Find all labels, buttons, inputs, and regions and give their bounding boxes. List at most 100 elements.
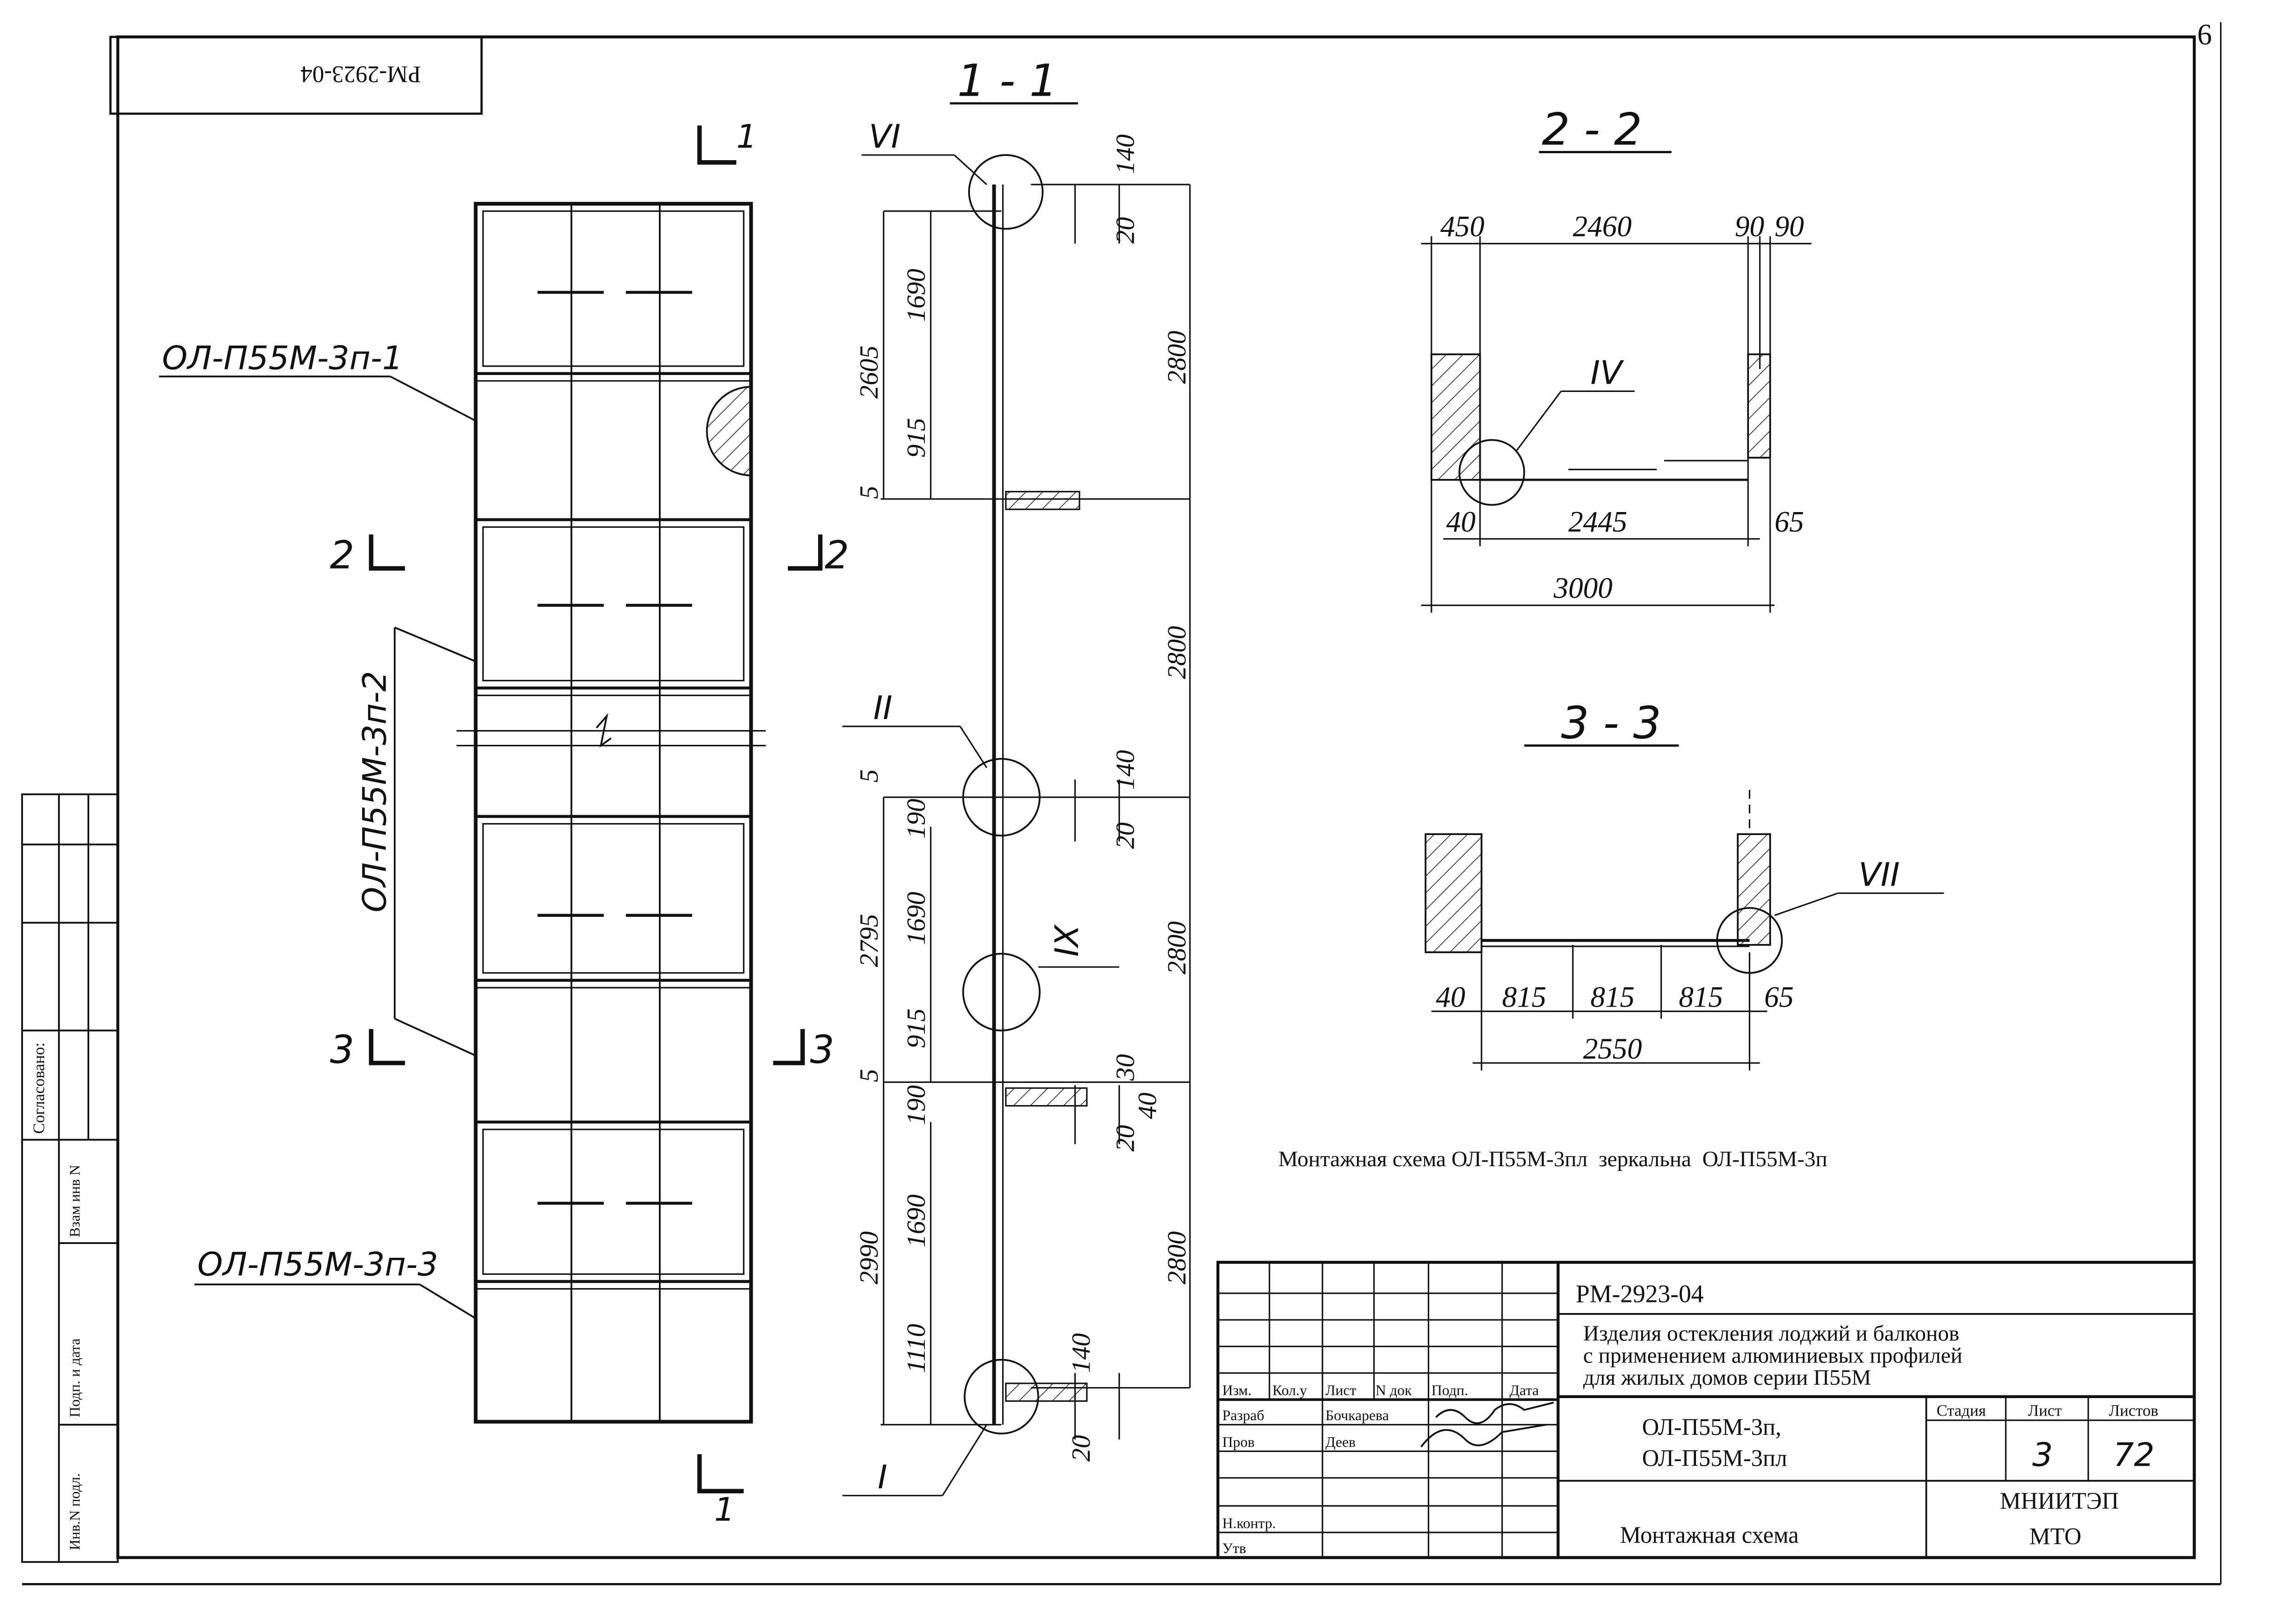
- side-stamp-inv-replace: Взам инв N: [66, 1165, 83, 1237]
- dim-2800-a: 2800: [1163, 331, 1192, 384]
- window-label-1: ОЛ-П55М-3п-1: [162, 339, 403, 377]
- tb-sheets-value: 72: [2113, 1436, 2155, 1474]
- dim-1690-c: 1690: [902, 1194, 931, 1248]
- side-stamp-sign-date: Подп. и дата: [66, 1338, 83, 1417]
- dim-915-a: 915: [902, 418, 931, 458]
- node-vi: VI: [869, 118, 900, 155]
- section-2-2-title: 2 - 2: [1542, 104, 1642, 155]
- tb-code: РМ-2923-04: [1576, 1279, 1704, 1307]
- dim-65-22: 65: [1775, 505, 1804, 538]
- tb-header-kol: Кол.у: [1272, 1382, 1307, 1399]
- dim-90-a: 90: [1735, 210, 1764, 242]
- tb-sheets-label: Листов: [2109, 1401, 2158, 1419]
- sash-arrows: [537, 291, 692, 1205]
- tb-product-1: ОЛ-П55М-3п,: [1642, 1414, 1782, 1440]
- tb-org-1: МНИИТЭП: [2000, 1488, 2119, 1515]
- dim-1690-a: 1690: [902, 269, 931, 322]
- tb-name-develop: Бочкарева: [1326, 1407, 1389, 1423]
- facade-elevation: [456, 202, 766, 1424]
- dim-2800-d: 2800: [1163, 1231, 1192, 1284]
- tb-title-2: с применением алюминиевых профилей: [1583, 1343, 1962, 1368]
- dim-140-top: 140: [1111, 134, 1140, 174]
- dim-2460: 2460: [1573, 210, 1632, 242]
- tb-header-izm: Изм.: [1223, 1382, 1252, 1399]
- cut-mark-3-left: 3: [330, 1027, 354, 1072]
- dim-30: 30: [1111, 1054, 1140, 1081]
- dim-2550: 2550: [1583, 1032, 1642, 1065]
- cut-mark-1-top: 1: [736, 118, 757, 155]
- dim-2445: 2445: [1569, 505, 1627, 538]
- cut-mark-3-right: 3: [810, 1027, 834, 1072]
- tb-sheet-value: 3: [2032, 1436, 2053, 1474]
- dim-40-33: 40: [1436, 981, 1465, 1014]
- tb-title-3: для жилых домов серии П55М: [1583, 1365, 1871, 1390]
- dim-2800-c: 2800: [1163, 921, 1192, 974]
- tb-role-ncontrol: Н.контр.: [1223, 1515, 1276, 1531]
- dim-5-c: 5: [855, 1069, 884, 1082]
- dim-2990: 2990: [855, 1231, 884, 1284]
- dim-2800-b: 2800: [1163, 626, 1192, 680]
- section-3-3-title: 3 - 3: [1561, 697, 1661, 749]
- tb-role-develop: Разраб: [1223, 1407, 1264, 1423]
- node-ii: II: [873, 689, 893, 727]
- dim-40-22: 40: [1446, 505, 1476, 538]
- mirror-note: Монтажная схема ОЛ-П55М-3пл зеркальна ОЛ…: [1278, 1147, 1827, 1171]
- window-label-3: ОЛ-П55М-3п-3: [197, 1246, 438, 1284]
- dim-3000: 3000: [1553, 572, 1613, 605]
- title-block: [1216, 1261, 2196, 1559]
- dim-20-mid: 20: [1111, 822, 1140, 849]
- dim-140-bot: 140: [1067, 1333, 1096, 1373]
- side-stamp-agreed: Согласовано:: [30, 1042, 48, 1134]
- tb-header-sign: Подп.: [1431, 1382, 1468, 1399]
- dim-20-bot: 20: [1067, 1435, 1096, 1462]
- tb-role-check: Пров: [1223, 1434, 1255, 1450]
- cut-mark-2-left: 2: [330, 533, 354, 577]
- tb-name-check: Деев: [1326, 1434, 1356, 1450]
- node-iv: IV: [1591, 354, 1625, 392]
- dim-40: 40: [1133, 1093, 1162, 1119]
- corner-stamp-code: РМ-2923-04: [300, 61, 421, 87]
- section-1-1-title: 1 - 1: [957, 55, 1057, 106]
- tb-org-2: МТО: [2029, 1524, 2081, 1550]
- tb-header-list: Лист: [1326, 1382, 1356, 1399]
- elevation-node-mark: [706, 386, 752, 477]
- dim-915-b: 915: [902, 1008, 931, 1048]
- section-1-1: [842, 102, 1191, 1497]
- dim-1110: 1110: [902, 1324, 931, 1373]
- cut-mark-1-bottom: 1: [714, 1491, 735, 1528]
- side-stamp-inv-orig: Инв.N подл.: [66, 1473, 83, 1550]
- dim-450: 450: [1440, 210, 1484, 242]
- tb-sheet-label: Лист: [2028, 1401, 2062, 1419]
- side-stamp: [21, 793, 119, 1563]
- tb-title-1: Изделия остекления лоджий и балконов: [1583, 1321, 1960, 1346]
- dim-190-b: 190: [902, 1085, 931, 1125]
- tb-product-2: ОЛ-П55М-3пл: [1642, 1445, 1787, 1472]
- dim-5-b: 5: [855, 769, 884, 783]
- label-leaders: [159, 375, 476, 1319]
- dim-65-33: 65: [1764, 981, 1794, 1014]
- tb-stage-label: Стадия: [1937, 1401, 1986, 1419]
- tb-role-approve: Утв: [1223, 1540, 1246, 1556]
- dim-1690-b: 1690: [902, 892, 931, 945]
- section-2-2: [1421, 151, 1811, 613]
- cut-mark-2-right: 2: [825, 533, 849, 577]
- dim-20-low: 20: [1111, 1125, 1140, 1152]
- node-ix: IX: [1048, 924, 1086, 957]
- dim-90-b: 90: [1775, 210, 1804, 242]
- tb-drawing-name: Монтажная схема: [1620, 1522, 1799, 1548]
- corner-stamp: РМ-2923-04: [109, 35, 483, 115]
- node-i: I: [878, 1458, 888, 1496]
- section-cut-markers: [369, 125, 823, 1493]
- tb-header-date: Дата: [1510, 1382, 1539, 1399]
- dim-20-top: 20: [1111, 217, 1140, 244]
- dim-815-c: 815: [1679, 981, 1723, 1014]
- dim-815-b: 815: [1591, 981, 1635, 1014]
- dim-5-a: 5: [855, 486, 884, 499]
- dim-2605: 2605: [855, 346, 884, 398]
- dim-190-a: 190: [902, 799, 931, 839]
- node-vii: VII: [1858, 856, 1900, 893]
- section-3-3: [1425, 744, 1944, 1071]
- dim-140-mid: 140: [1111, 750, 1140, 790]
- tb-header-ndoc: N док: [1375, 1382, 1412, 1399]
